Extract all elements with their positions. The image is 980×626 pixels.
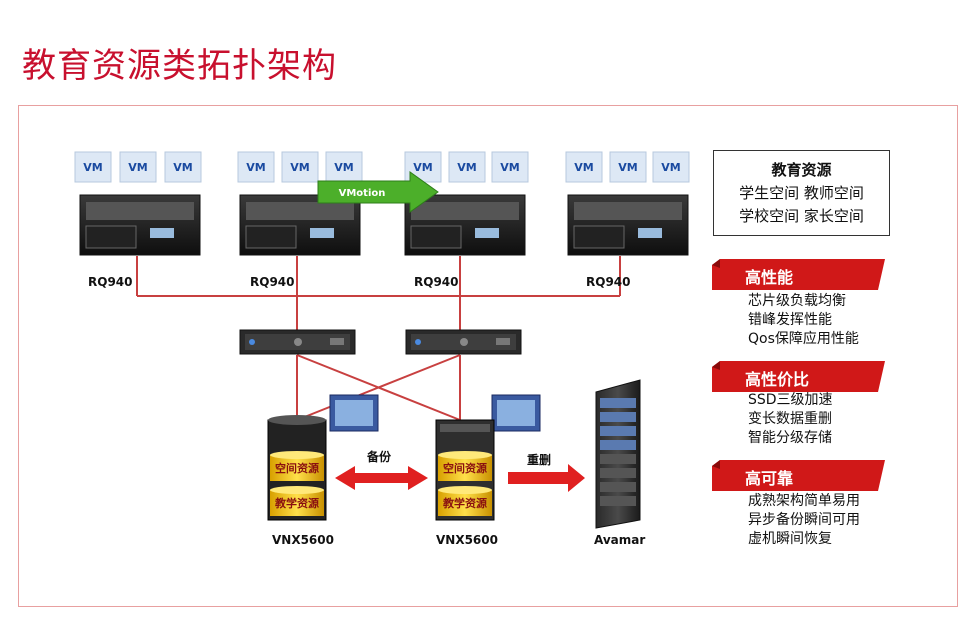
backup-label: 备份 [366, 449, 392, 464]
switch-2 [405, 329, 522, 355]
page-title: 教育资源类拓扑架构 [22, 46, 337, 86]
feature-title-3: 高可靠 [745, 469, 793, 488]
edu-box-line-1: 学生空间 教师空间 [739, 184, 864, 202]
feature-2-item-1: SSD三级加速 [748, 392, 833, 408]
feature-3-item-1: 成熟架构简单易用 [748, 492, 860, 509]
storage-2: 空间资源 教学资源 [435, 394, 541, 521]
storage-label-2: VNX5600 [436, 533, 498, 547]
storage-label-1: VNX5600 [272, 533, 334, 547]
switch-1 [239, 329, 356, 355]
server-label-2: RQ940 [250, 275, 295, 289]
feature-3-item-3: 虚机瞬间恢复 [748, 530, 832, 547]
vm-label: VM [457, 161, 476, 174]
feature-ribbon-1: 高性能 [712, 259, 885, 290]
vm-label: VM [500, 161, 519, 174]
backup-arrow [335, 466, 428, 490]
server-2 [239, 194, 361, 256]
storage-2-top-text: 空间资源 [443, 461, 487, 475]
server-4 [567, 194, 689, 256]
feature-2-item-3: 智能分级存储 [748, 430, 832, 446]
vmotion-label: VMotion [339, 188, 386, 199]
server-1 [79, 194, 201, 256]
edu-box-line-2: 学校空间 家长空间 [739, 207, 864, 225]
network-links [136, 256, 621, 421]
vm-group-2: VM VM VM [237, 151, 363, 183]
vm-label: VM [334, 161, 353, 174]
feature-2-item-2: 变长数据重删 [748, 411, 832, 427]
server-label-4: RQ940 [586, 275, 631, 289]
avamar-label: Avamar [594, 533, 645, 547]
vm-label: VM [83, 161, 102, 174]
feature-title-1: 高性能 [745, 268, 793, 287]
server-3 [404, 194, 526, 256]
education-resources-box: 教育资源 学生空间 教师空间 学校空间 家长空间 [713, 150, 890, 236]
vm-group-3: VM VM VM [404, 151, 529, 183]
feature-ribbon-2: 高性价比 [712, 361, 885, 392]
vm-label: VM [661, 161, 680, 174]
feature-1-item-1: 芯片级负载均衡 [748, 293, 846, 309]
feature-ribbon-3: 高可靠 [712, 460, 885, 491]
server-label-3: RQ940 [414, 275, 459, 289]
server-label-1: RQ940 [88, 275, 133, 289]
avamar-rack [595, 379, 641, 529]
dedup-label: 重删 [527, 452, 551, 467]
storage-2-bottom-text: 教学资源 [442, 496, 487, 510]
vm-label: VM [173, 161, 192, 174]
vmotion-arrow: VMotion [317, 171, 439, 213]
vm-label: VM [128, 161, 147, 174]
vm-label: VM [413, 161, 432, 174]
feature-1-item-3: Qos保障应用性能 [748, 330, 859, 347]
storage-1-bottom-text: 教学资源 [274, 496, 319, 510]
storage-1: 空间资源 教学资源 [267, 394, 379, 521]
diagram-frame [18, 105, 958, 607]
storage-1-top-text: 空间资源 [275, 461, 319, 475]
feature-3-item-2: 异步备份瞬间可用 [748, 511, 860, 528]
feature-title-2: 高性价比 [745, 370, 809, 389]
edu-box-title: 教育资源 [771, 161, 832, 179]
vm-label: VM [290, 161, 309, 174]
vm-group-4: VM VM VM [565, 151, 690, 183]
vm-label: VM [618, 161, 637, 174]
vm-group-1: VM VM VM [74, 151, 202, 183]
vm-label: VM [246, 161, 265, 174]
dedup-arrow [508, 464, 585, 492]
vm-label: VM [574, 161, 593, 174]
feature-1-item-2: 错峰发挥性能 [748, 312, 832, 328]
